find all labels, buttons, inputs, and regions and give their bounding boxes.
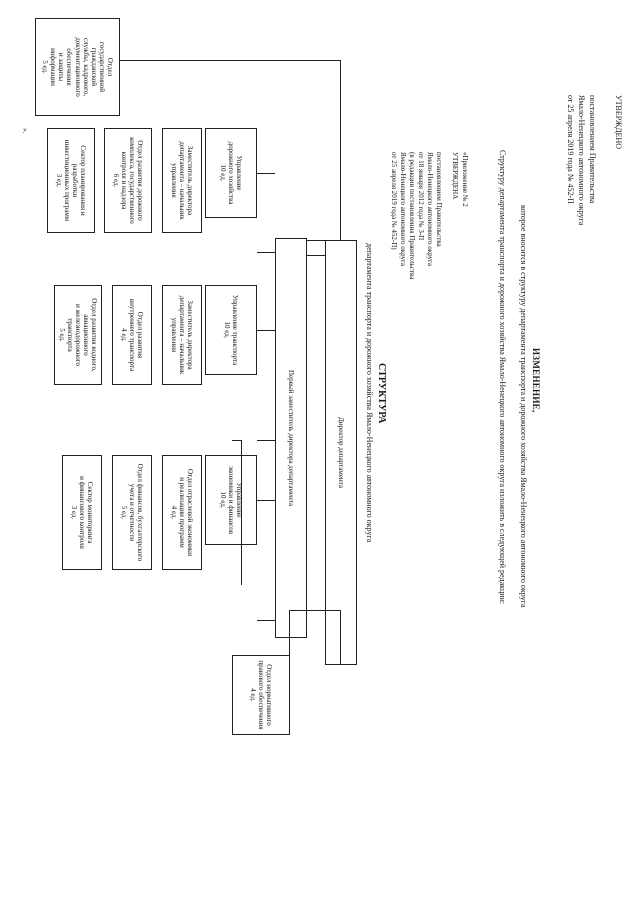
appendix-line-3: постановлением Правительства [435,152,443,247]
transport-child-1: Заместитель директора департамента – нач… [162,285,202,385]
roads-child-2: Отдел развития дорожного комплекса, госу… [104,128,152,233]
approval-stamp: УТВЕРЖДЕНО [614,95,623,150]
appendix-line-8: от 25 апреля 2019 года № 452-П) [390,152,398,250]
transport-child-3: Отдел развития водного, авиационного и ж… [54,285,102,385]
structure-title: СТРУКТУРА [376,363,387,424]
appendix-line-2: УТВЕРЖДЕНА [451,152,459,200]
stamp-line-3: от 25 апреля 2019 года № 452-П [566,95,575,204]
economics-child-2: Отдел финансов, бухгалтерского учета и о… [112,455,152,570]
gov-service-box: Отдел государственной гражданской службы… [35,18,120,116]
change-title: ИЗМЕНЕНИЕ, [531,348,541,413]
roads-box: Управление дорожного хозяйства 10 ед. [205,128,257,218]
transport-box: Управление транспорта 10 ед. [205,285,257,375]
appendix-line-7: Ямало-Ненецкого автономного округа [399,152,407,267]
appendix-line-1: «Приложение № 2 [461,152,469,207]
appendix-line-5: от 18 января 2012 года № 3-П [417,152,425,241]
economics-child-3: Сектор мониторинга и финансового контрол… [62,455,102,570]
change-subtitle: которое вносится в структуру департамент… [519,205,528,608]
legal-dept-box: Отдел нормативного правового обеспечения… [232,655,290,735]
transport-child-2: Отдел развития внутреннего транспорта 4 … [112,285,152,385]
first-deputy-box: Первый заместитель директора департамент… [275,238,307,638]
stamp-line-2: Ямало-Ненецкого автономного округа [577,95,586,226]
roads-child-3: Сектор планирования и разработки инвести… [47,128,95,233]
appendix-line-6: (в редакции постановления Правительства [408,152,416,280]
appendix-line-4: Ямало-Ненецкого автономного округа [426,152,434,267]
economics-child-1: Отдел отраслевой экономики и реализации … [162,455,202,570]
structure-subtitle: департамента транспорта и дорожного хозя… [365,243,374,543]
economics-box: Управление экономики и финансов 10 ед. [205,455,257,545]
page-mark: ». [21,128,29,134]
stamp-line-1: постановлением Правительства [588,95,597,204]
director-box: Директор департамента [325,240,357,665]
change-body: Структуру департамента транспорта и доро… [498,150,507,605]
roads-child-1: Заместитель директора департамента – нач… [162,128,202,233]
